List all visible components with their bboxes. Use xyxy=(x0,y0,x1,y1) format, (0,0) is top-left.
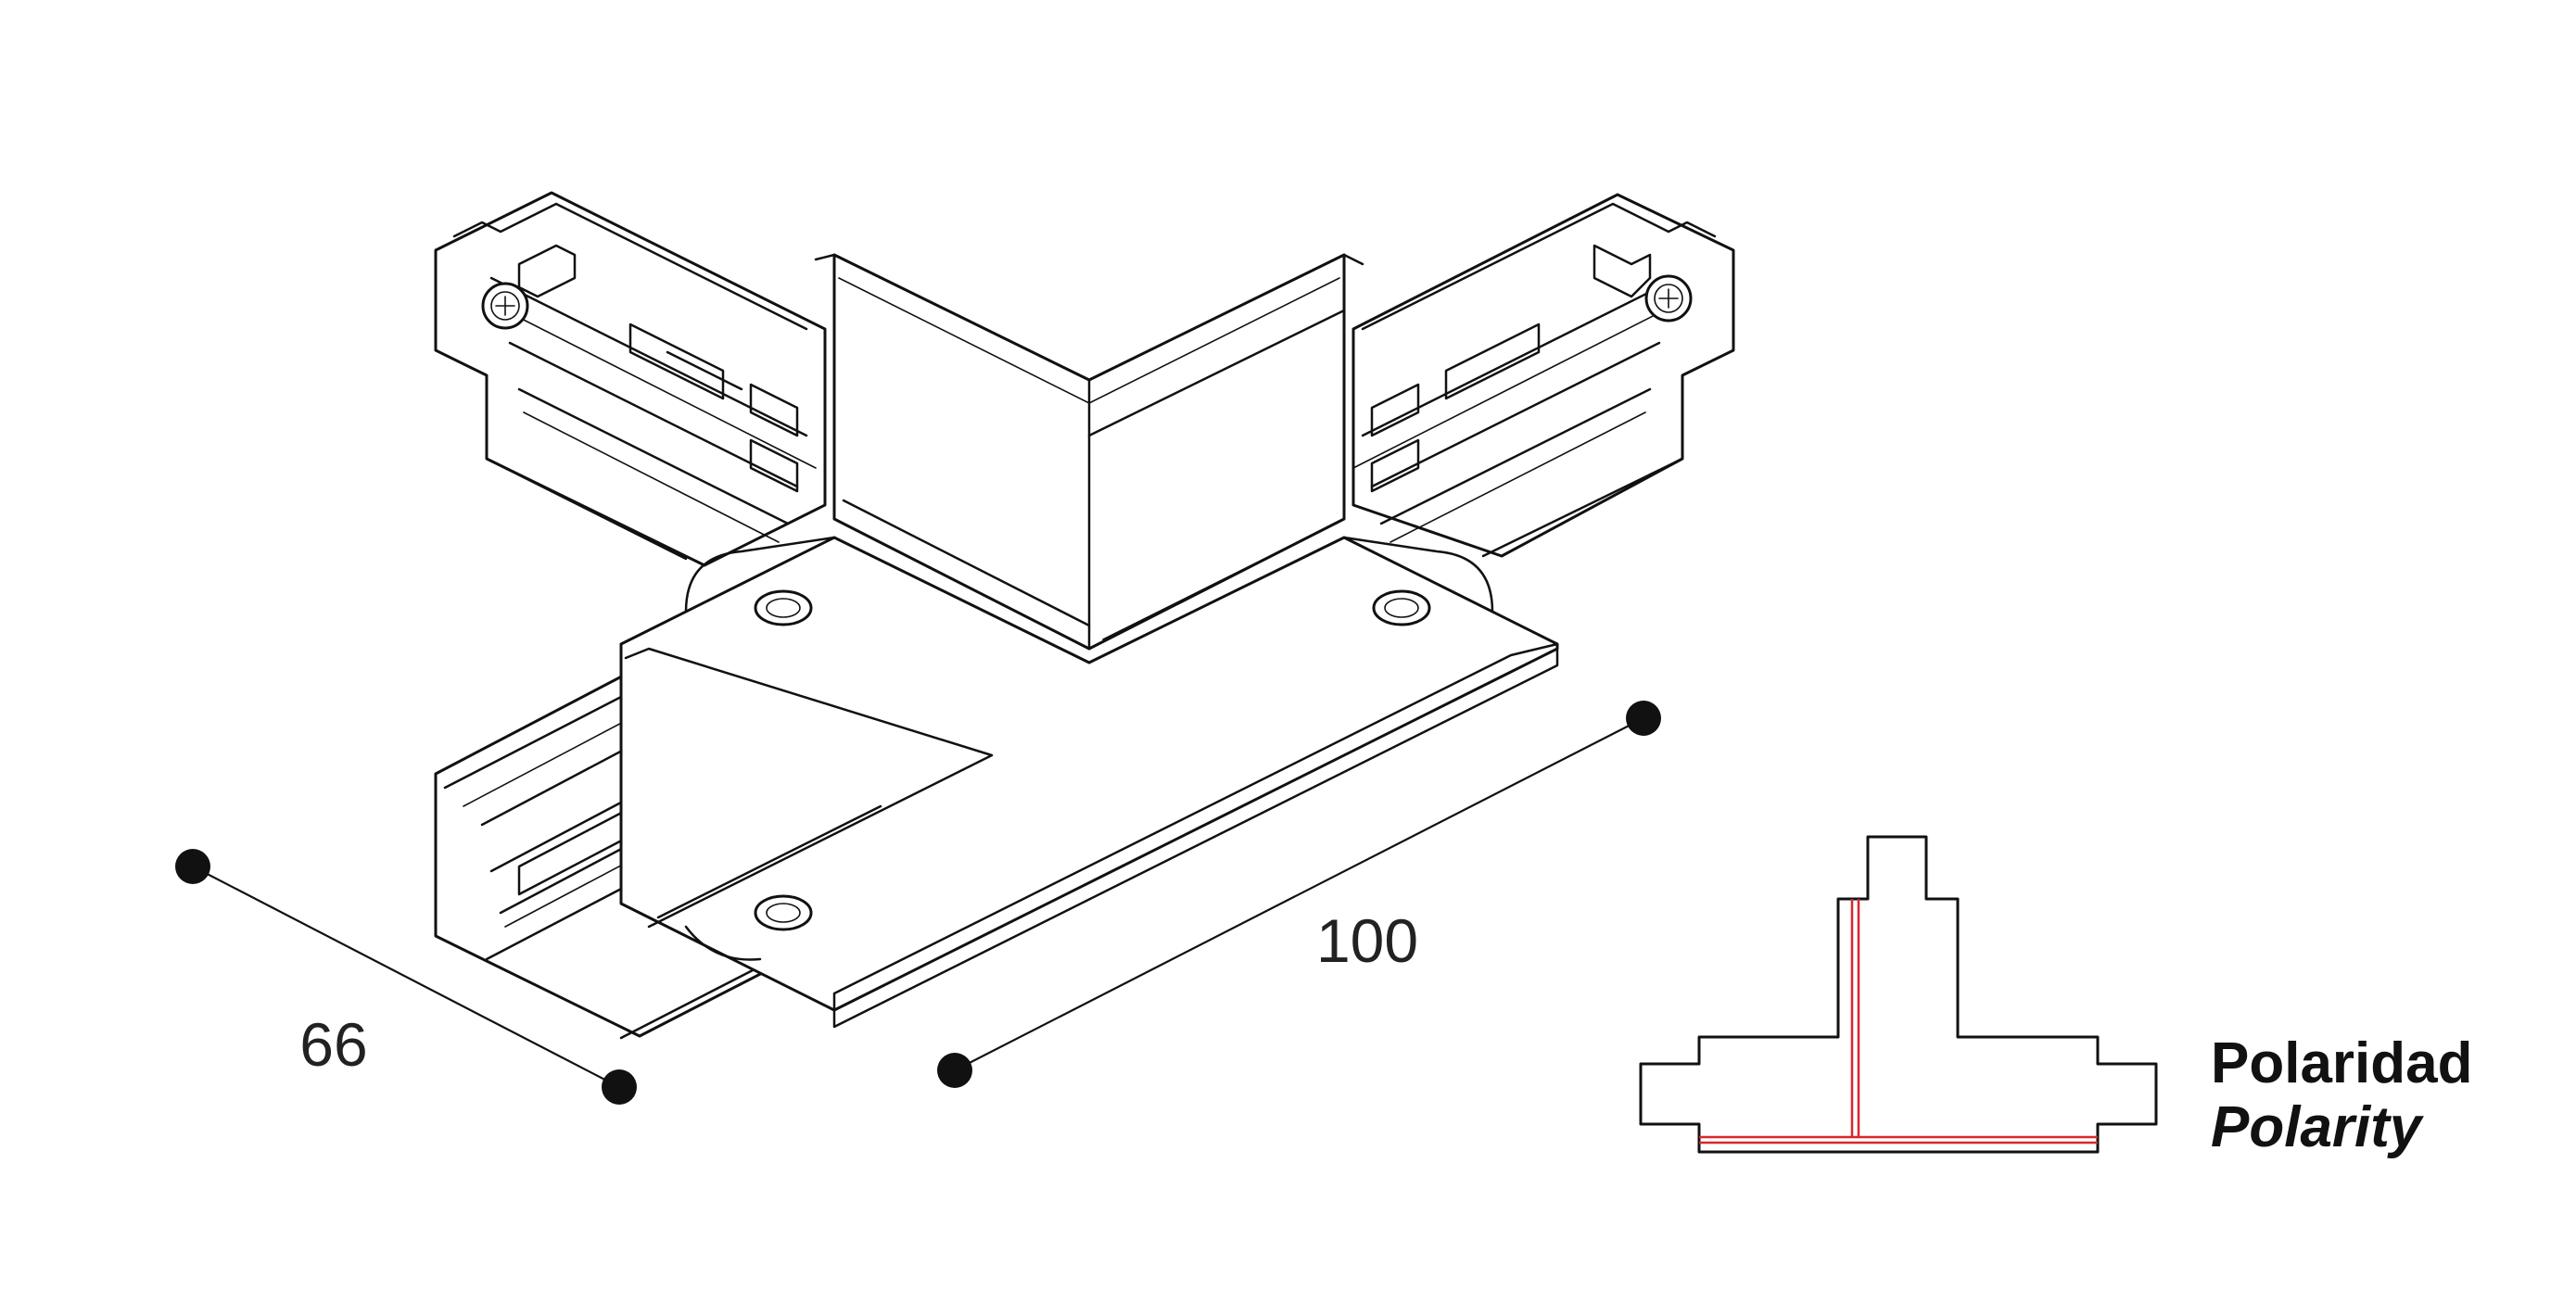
dimension-endpoint xyxy=(602,1069,637,1105)
dimension-label-100: 100 xyxy=(1316,906,1418,975)
t-outline xyxy=(1639,835,2158,1154)
t-connector-isometric-view xyxy=(434,191,1735,1040)
dimension-label-66: 66 xyxy=(299,1010,367,1079)
dimension-line-66 xyxy=(192,866,620,1088)
dimension-endpoint xyxy=(175,849,210,884)
right-rear-arm xyxy=(1351,193,1735,558)
central-body xyxy=(619,253,1559,1029)
dimension-endpoint xyxy=(937,1053,972,1088)
left-rear-arm xyxy=(434,191,827,567)
dimension-line-100 xyxy=(954,717,1644,1071)
screw-left xyxy=(754,589,813,626)
polarity-line xyxy=(1699,899,2098,1145)
polarity-schematic: Polaridad Polarity xyxy=(1639,835,2473,1159)
polarity-label-spanish: Polaridad xyxy=(2211,1031,2473,1095)
dimension-endpoint xyxy=(1626,701,1661,736)
dimension-100: 100 xyxy=(937,701,1661,1088)
dimension-66: 66 xyxy=(175,849,637,1105)
screw-right xyxy=(1372,589,1431,626)
polarity-label-english: Polarity xyxy=(2211,1095,2425,1159)
screw-front xyxy=(754,894,813,931)
